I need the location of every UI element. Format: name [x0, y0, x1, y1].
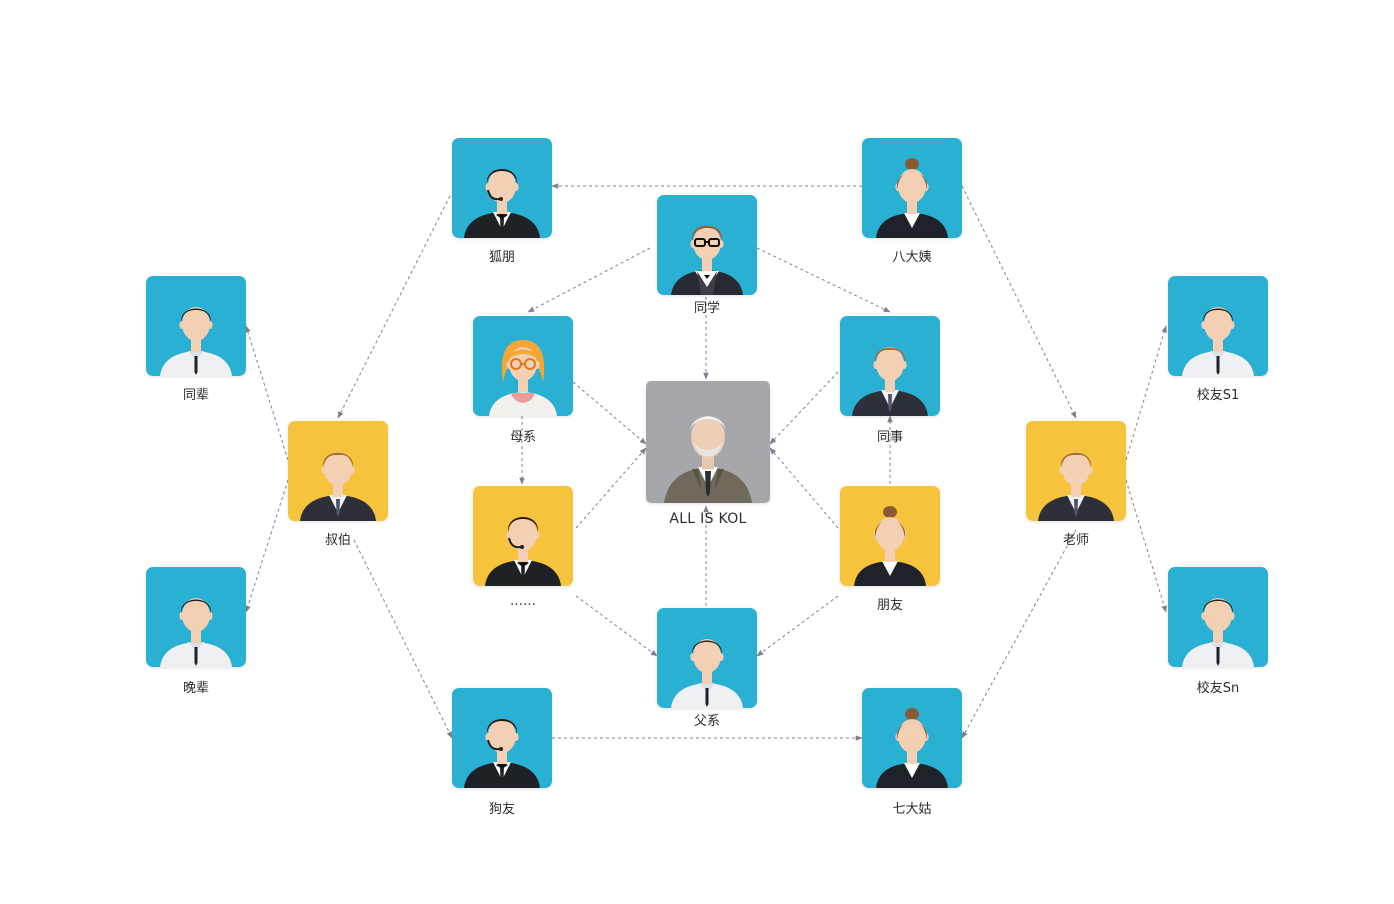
connection-arrow [756, 595, 839, 657]
node-tile [288, 421, 388, 521]
node-tile [473, 486, 573, 586]
node-tile [1168, 567, 1268, 667]
node-label: 同事 [876, 430, 903, 445]
node-label: 母系 [509, 430, 536, 445]
kol-avatar-tile [646, 381, 770, 503]
node-tile [1168, 276, 1268, 376]
node-tile [146, 276, 246, 376]
node-tile [862, 688, 962, 788]
headset-man-icon [452, 688, 552, 788]
node-tile [657, 608, 757, 708]
connection-arrow [1125, 479, 1167, 613]
node-label: 老师 [1062, 533, 1089, 548]
woman-icon [862, 688, 962, 788]
connection-arrow [1125, 325, 1167, 461]
connection-arrow [245, 479, 289, 613]
connection-arrow [337, 195, 451, 419]
node-label: 父系 [693, 714, 720, 729]
headset-man-icon [473, 486, 573, 586]
woman-icon [840, 486, 940, 586]
connection-arrow [572, 381, 647, 445]
node-tile [1026, 421, 1126, 521]
shirt-man-icon [146, 567, 246, 667]
connection-arrow [769, 371, 839, 445]
node-label: 校友S1 [1196, 388, 1240, 403]
connection-arrow [961, 529, 1077, 739]
node-tile [452, 138, 552, 238]
shirt-man-icon [1168, 276, 1268, 376]
connection-arrow [961, 185, 1077, 419]
node-label: 八大姨 [892, 250, 932, 265]
node-tile [862, 138, 962, 238]
node-label: 校友Sn [1196, 681, 1240, 696]
node-tile [840, 486, 940, 586]
connection-arrow [527, 247, 651, 313]
center-label: ALL IS KOL [669, 511, 747, 527]
node-tile [657, 195, 757, 295]
node-label: 朋友 [876, 598, 903, 613]
node-tile [473, 316, 573, 416]
connection-arrow [353, 539, 453, 739]
elderly-man-icon [646, 381, 770, 503]
businessman-icon [1026, 421, 1126, 521]
node-label: 同学 [693, 301, 720, 316]
node-tile [146, 567, 246, 667]
shirt-man-icon [657, 608, 757, 708]
node-label: …… [510, 594, 536, 609]
woman-icon [862, 138, 962, 238]
node-label: 晚辈 [182, 681, 209, 696]
connection-arrow [756, 247, 891, 313]
businessman-icon [840, 316, 940, 416]
headset-man-icon [452, 138, 552, 238]
blonde-woman-icon [473, 316, 573, 416]
node-tile [840, 316, 940, 416]
glasses-man-icon [657, 195, 757, 295]
node-label: 同辈 [182, 388, 209, 403]
node-label: 狗友 [488, 802, 515, 817]
connection-arrow [575, 595, 658, 657]
node-tile [452, 688, 552, 788]
shirt-man-icon [146, 276, 246, 376]
node-label: 叔伯 [324, 533, 351, 548]
businessman-icon [288, 421, 388, 521]
shirt-man-icon [1168, 567, 1268, 667]
node-label: 狐朋 [488, 250, 515, 265]
node-label: 七大姑 [892, 802, 932, 817]
